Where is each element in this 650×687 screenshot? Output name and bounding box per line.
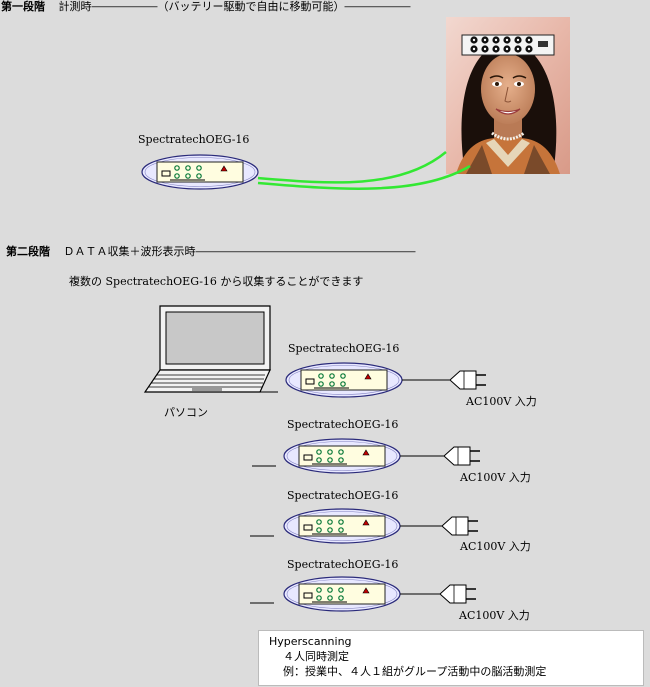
- stage1-description: 計測時――――――（バッテリー駆動で自由に移動可能）――――――: [58, 0, 411, 13]
- pc-label: パソコン: [164, 406, 208, 419]
- stage2-device-2: [252, 438, 481, 474]
- stage2-subtitle: 複数の SpectratechOEG-16 から収集することができます: [69, 275, 364, 288]
- device-1-power: AC100V 入力: [466, 395, 537, 408]
- stage2-device-4: [250, 576, 477, 612]
- device-4-label: SpectratechOEG-16: [287, 558, 399, 571]
- green-cable-1: [257, 151, 447, 184]
- stage2-heading: 第二段階 ＤＡＴＡ収集＋波形表示時――――――――――――――――――――: [6, 245, 416, 258]
- stage2-device-3: [250, 508, 479, 544]
- stage1-heading: 第一段階 計測時――――――（バッテリー駆動で自由に移動可能）――――――: [1, 0, 411, 13]
- device-4-power: AC100V 入力: [459, 609, 530, 622]
- stage2-description: ＤＡＴＡ収集＋波形表示時――――――――――――――――――――: [63, 245, 416, 258]
- device-2-label: SpectratechOEG-16: [287, 418, 399, 431]
- device-1-label: SpectratechOEG-16: [288, 342, 400, 355]
- note-line-2: ４人同時測定: [283, 650, 349, 663]
- note-line-3: 例：授業中、４人１組がグループ活動中の脳活動測定: [283, 665, 547, 678]
- stage1-device: [141, 154, 259, 190]
- stage1-device-label: SpectratechOEG-16: [138, 133, 250, 146]
- laptop-icon: [143, 305, 271, 393]
- device-2-power: AC100V 入力: [460, 471, 531, 484]
- device-3-label: SpectratechOEG-16: [287, 489, 399, 502]
- stage2-label: 第二段階: [6, 245, 50, 258]
- stage2-device-1: [285, 362, 487, 398]
- stage1-label: 第一段階: [1, 0, 45, 13]
- device-3-power: AC100V 入力: [460, 540, 531, 553]
- note-line-1: Hyperscanning: [269, 635, 352, 648]
- subject-photo: [446, 17, 570, 174]
- green-cable-2: [257, 164, 471, 190]
- hyperscanning-note: Hyperscanning ４人同時測定 例：授業中、４人１組がグループ活動中の…: [258, 630, 644, 686]
